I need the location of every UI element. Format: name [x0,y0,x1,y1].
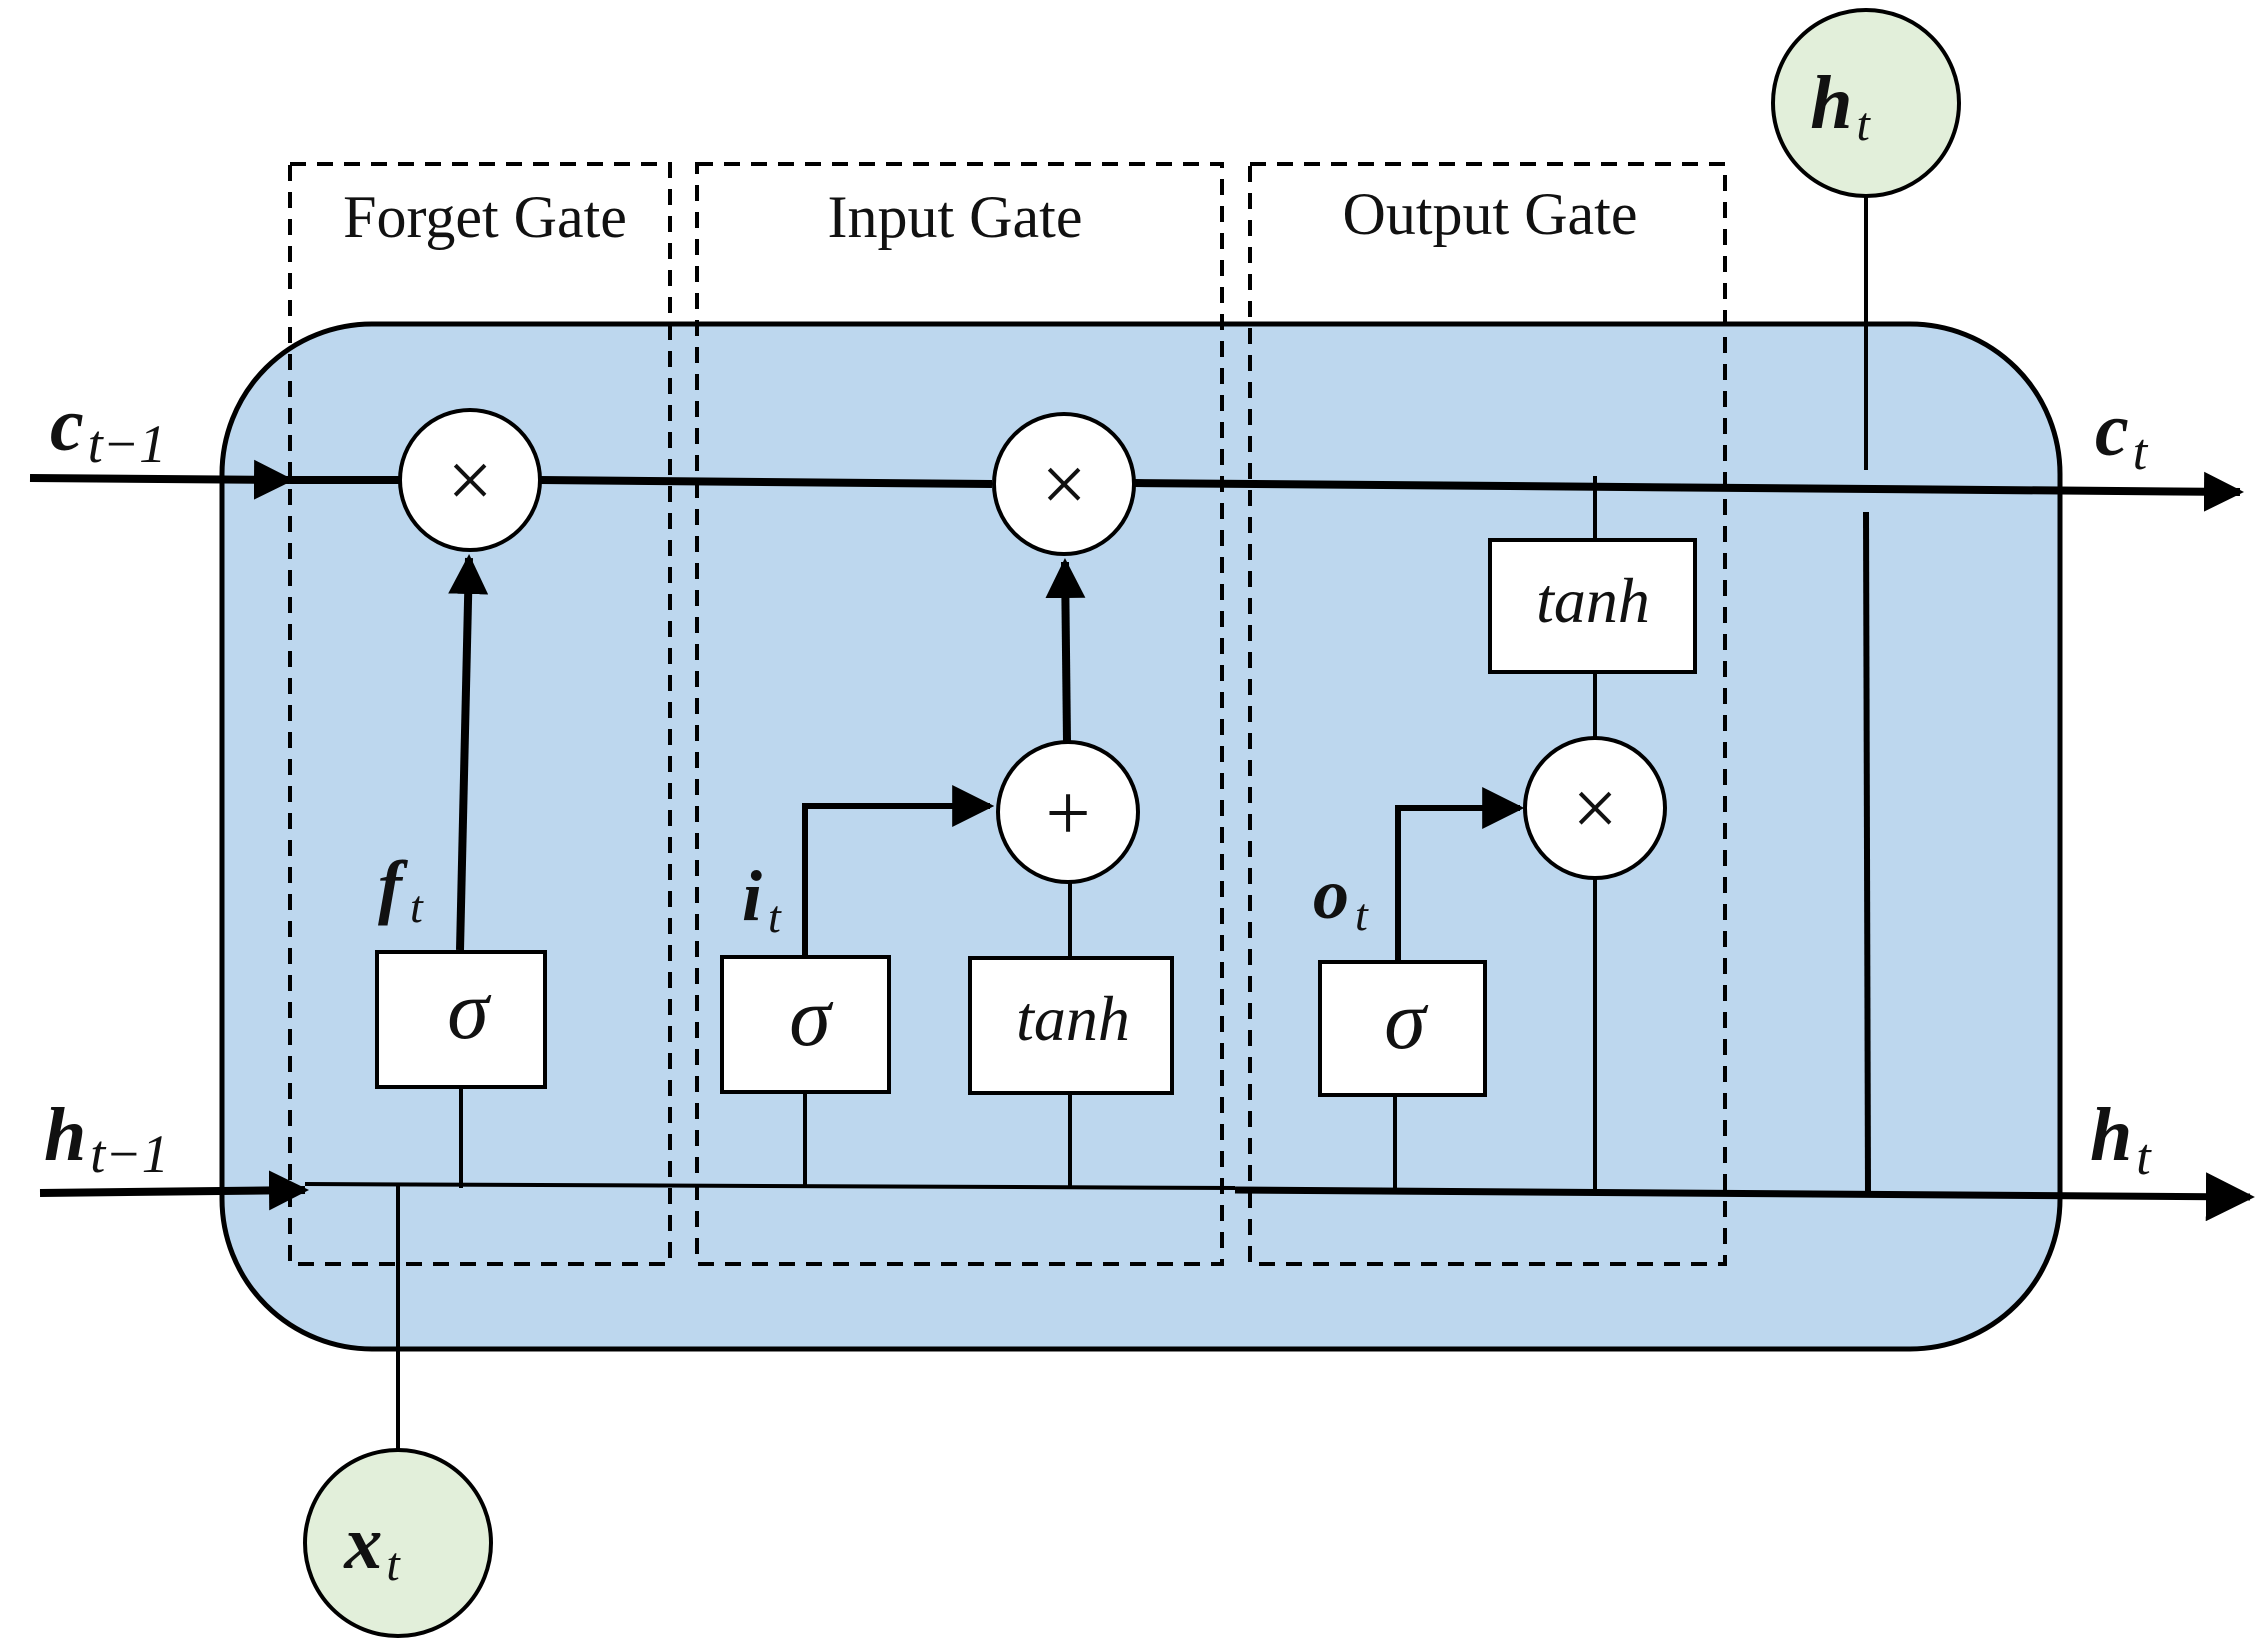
input-add-node [996,740,1140,884]
cell-state-output-label: ct [2095,388,2149,481]
output-multiply-symbol: × [1572,765,1617,853]
output-gate-title: Output Gate [1343,181,1638,247]
input-x-node [303,1448,493,1638]
forget-gate-region [288,162,672,1266]
output-sigma-label: σ [1384,974,1429,1067]
input-sigma-label: σ [789,971,834,1064]
forget-gate-title: Forget Gate [343,184,627,250]
input-x-node-label: xt [343,1501,401,1591]
cell-state-input-arrow [29,459,294,500]
input-gate-region [695,162,1224,1266]
input-tanh-label: tanh [1016,983,1130,1054]
input-gate-title: Input Gate [828,184,1083,250]
output-gate-arrow [1395,787,1525,962]
forget-gate-output-arrow [448,554,489,951]
output-h-node-label: ht [1810,61,1871,151]
input-sigma-box [720,955,891,1094]
output-sigma-box [1318,960,1487,1097]
input-add-symbol: + [1045,770,1090,858]
output-h-line-lower [1863,511,1871,1196]
input-tanh-box [968,956,1174,1095]
forget-sigma-box [375,950,547,1089]
hidden-state-line-thick [1234,1172,2255,1222]
input-multiply-node [992,412,1136,556]
forget-multiply-node [398,408,542,552]
output-gate-region [1248,162,1727,1266]
hidden-state-input-label: ht−1 [44,1093,169,1184]
cell-state-line-3 [1134,471,2244,512]
forget-sigma-label: σ [447,964,492,1057]
output-tanh-box [1488,538,1697,674]
cell-state-input-label: ct−1 [50,383,166,474]
input-add-to-multiply-arrow [1045,558,1086,743]
hidden-state-input-arrow [39,1170,309,1211]
forget-multiply-symbol: × [447,437,492,525]
cell-state-line-2 [539,476,993,488]
input-multiply-symbol: × [1041,441,1086,529]
output-tanh-label: tanh [1536,565,1650,636]
input-gate-arrow [802,785,995,957]
output-h-node [1771,8,1961,198]
hidden-state-output-label: ht [2090,1093,2152,1186]
